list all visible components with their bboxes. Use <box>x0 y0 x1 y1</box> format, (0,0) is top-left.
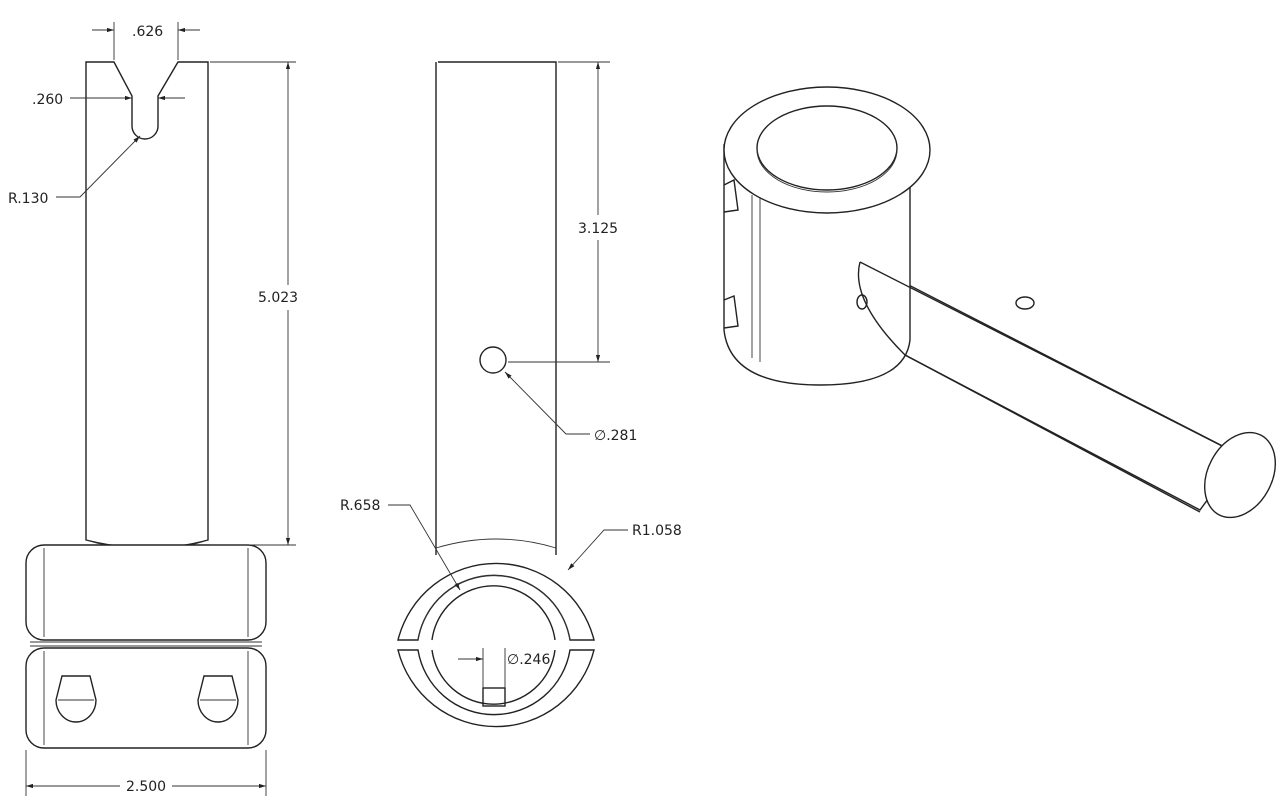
clamp-upper-front <box>25 544 267 641</box>
dim-pin-diameter: ∅.246 <box>507 652 550 668</box>
dim-overall-height: 5.023 <box>258 290 298 306</box>
dim-clamp-width: 2.500 <box>126 779 166 795</box>
tube-front <box>85 61 209 549</box>
side-view: 3.125 ∅.281 R.658 R1.058 ∅.246 <box>340 61 682 728</box>
dim-outer-radius: R1.058 <box>632 523 682 539</box>
dim-hole-position: 3.125 <box>578 221 618 237</box>
cross-hole <box>479 346 507 374</box>
dim-slot-radius: R.130 <box>8 191 48 207</box>
tube-side <box>435 61 557 555</box>
ring-lower <box>397 649 595 728</box>
front-view: .626 .260 R.130 5.023 2.500 <box>8 22 298 796</box>
iso-tube-end <box>1204 431 1276 519</box>
tab-left <box>55 675 97 723</box>
iso-tube-body <box>858 258 1242 511</box>
isometric-view <box>723 86 1276 519</box>
pin <box>482 687 506 707</box>
tab-right <box>197 675 239 723</box>
iso-clamp-top <box>723 86 931 214</box>
dim-slot-width: .626 <box>132 24 163 40</box>
dim-inner-radius: R.658 <box>340 498 380 514</box>
iso-hole <box>1015 296 1035 310</box>
dim-slot-neck: .260 <box>32 92 63 108</box>
ring-upper <box>397 562 595 641</box>
clamp-lower-front <box>25 647 267 749</box>
dim-hole-diameter: ∅.281 <box>594 428 637 444</box>
